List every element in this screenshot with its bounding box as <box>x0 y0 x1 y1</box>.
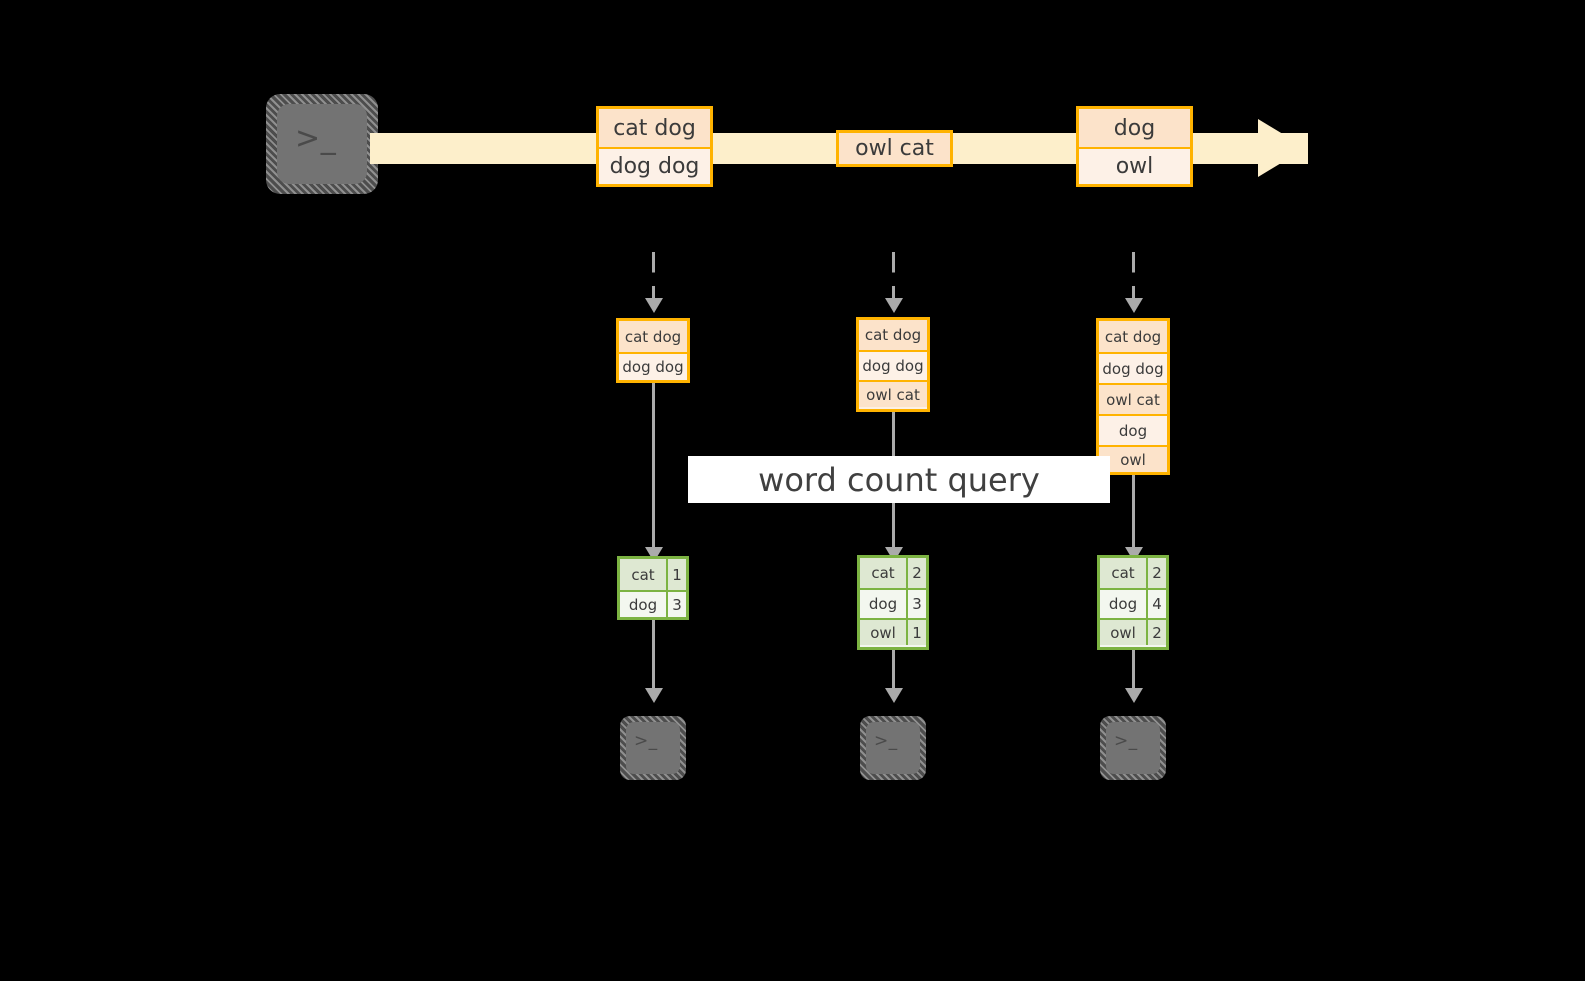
result-count: 2 <box>1146 558 1166 588</box>
stream-line: owl cat <box>839 133 950 164</box>
table-row: owl 2 <box>1100 618 1166 645</box>
result-word: owl <box>1100 620 1146 645</box>
query-label-band: word count query <box>688 456 1110 503</box>
sink-link-3-arrowhead <box>1125 688 1143 703</box>
result-count: 4 <box>1146 590 1166 618</box>
result-word: dog <box>860 590 906 618</box>
stream-line: dog dog <box>599 147 710 184</box>
result-count: 3 <box>906 590 926 618</box>
sink-link-2 <box>892 650 895 692</box>
result-table-2: cat 2 dog 3 owl 1 <box>857 555 929 650</box>
snapshot-link-3-arrowhead <box>1125 298 1143 313</box>
snapshot-2: cat dog dog dog owl cat <box>856 317 930 412</box>
sink-terminal-prompt: >_ <box>1114 731 1138 751</box>
result-table-3: cat 2 dog 4 owl 2 <box>1097 555 1169 650</box>
stream-line: cat dog <box>599 109 710 147</box>
query-link-1 <box>652 383 655 555</box>
result-count: 1 <box>906 620 926 645</box>
result-word: cat <box>860 558 906 588</box>
sink-link-1 <box>652 620 655 692</box>
snapshot-line: owl cat <box>1099 383 1167 414</box>
snapshot-line: cat dog <box>619 321 687 352</box>
result-count: 2 <box>906 558 926 588</box>
result-word: dog <box>620 592 666 617</box>
stream-group-1: cat dog dog dog <box>596 106 713 187</box>
stream-line: owl <box>1079 147 1190 184</box>
snapshot-line: dog dog <box>1099 352 1167 383</box>
table-row: cat 2 <box>1100 558 1166 588</box>
source-terminal-screen: >_ <box>277 104 367 184</box>
result-word: owl <box>860 620 906 645</box>
result-count: 2 <box>1146 620 1166 645</box>
sink-terminal-screen: >_ <box>626 722 680 774</box>
table-row: dog 3 <box>620 590 686 617</box>
snapshot-link-2-arrowhead <box>885 298 903 313</box>
stream-line: dog <box>1079 109 1190 147</box>
table-row: dog 4 <box>1100 588 1166 618</box>
result-count: 3 <box>666 592 686 617</box>
sink-terminal-icon-2: >_ <box>860 716 926 780</box>
query-label-text: word count query <box>758 460 1040 499</box>
snapshot-link-1 <box>652 252 655 300</box>
source-terminal-prompt: >_ <box>295 121 337 156</box>
table-row: owl 1 <box>860 618 926 645</box>
snapshot-3: cat dog dog dog owl cat dog owl <box>1096 318 1170 475</box>
snapshot-line: owl cat <box>859 380 927 407</box>
sink-link-3 <box>1132 650 1135 692</box>
snapshot-link-2 <box>892 252 895 300</box>
stream-group-3: dog owl <box>1076 106 1193 187</box>
result-word: cat <box>1100 558 1146 588</box>
result-word: cat <box>620 559 666 590</box>
snapshot-line: dog <box>1099 414 1167 445</box>
table-row: cat 2 <box>860 558 926 588</box>
sink-link-2-arrowhead <box>885 688 903 703</box>
snapshot-link-3 <box>1132 252 1135 300</box>
table-row: cat 1 <box>620 559 686 590</box>
snapshot-line: owl <box>1099 445 1167 472</box>
snapshot-link-1-arrowhead <box>645 298 663 313</box>
snapshot-line: dog dog <box>859 350 927 380</box>
snapshot-line: dog dog <box>619 352 687 380</box>
stream-band-arrowhead <box>1258 119 1309 177</box>
query-link-3 <box>1132 475 1135 555</box>
sink-terminal-screen: >_ <box>1106 722 1160 774</box>
sink-terminal-icon-1: >_ <box>620 716 686 780</box>
sink-terminal-icon-3: >_ <box>1100 716 1166 780</box>
result-table-1: cat 1 dog 3 <box>617 556 689 620</box>
snapshot-line: cat dog <box>1099 321 1167 352</box>
sink-terminal-screen: >_ <box>866 722 920 774</box>
result-count: 1 <box>666 559 686 590</box>
snapshot-line: cat dog <box>859 320 927 350</box>
snapshot-1: cat dog dog dog <box>616 318 690 383</box>
source-terminal-icon: >_ <box>266 94 378 194</box>
sink-terminal-prompt: >_ <box>634 731 658 751</box>
sink-terminal-prompt: >_ <box>874 731 898 751</box>
table-row: dog 3 <box>860 588 926 618</box>
stream-group-2: owl cat <box>836 130 953 167</box>
sink-link-1-arrowhead <box>645 688 663 703</box>
result-word: dog <box>1100 590 1146 618</box>
